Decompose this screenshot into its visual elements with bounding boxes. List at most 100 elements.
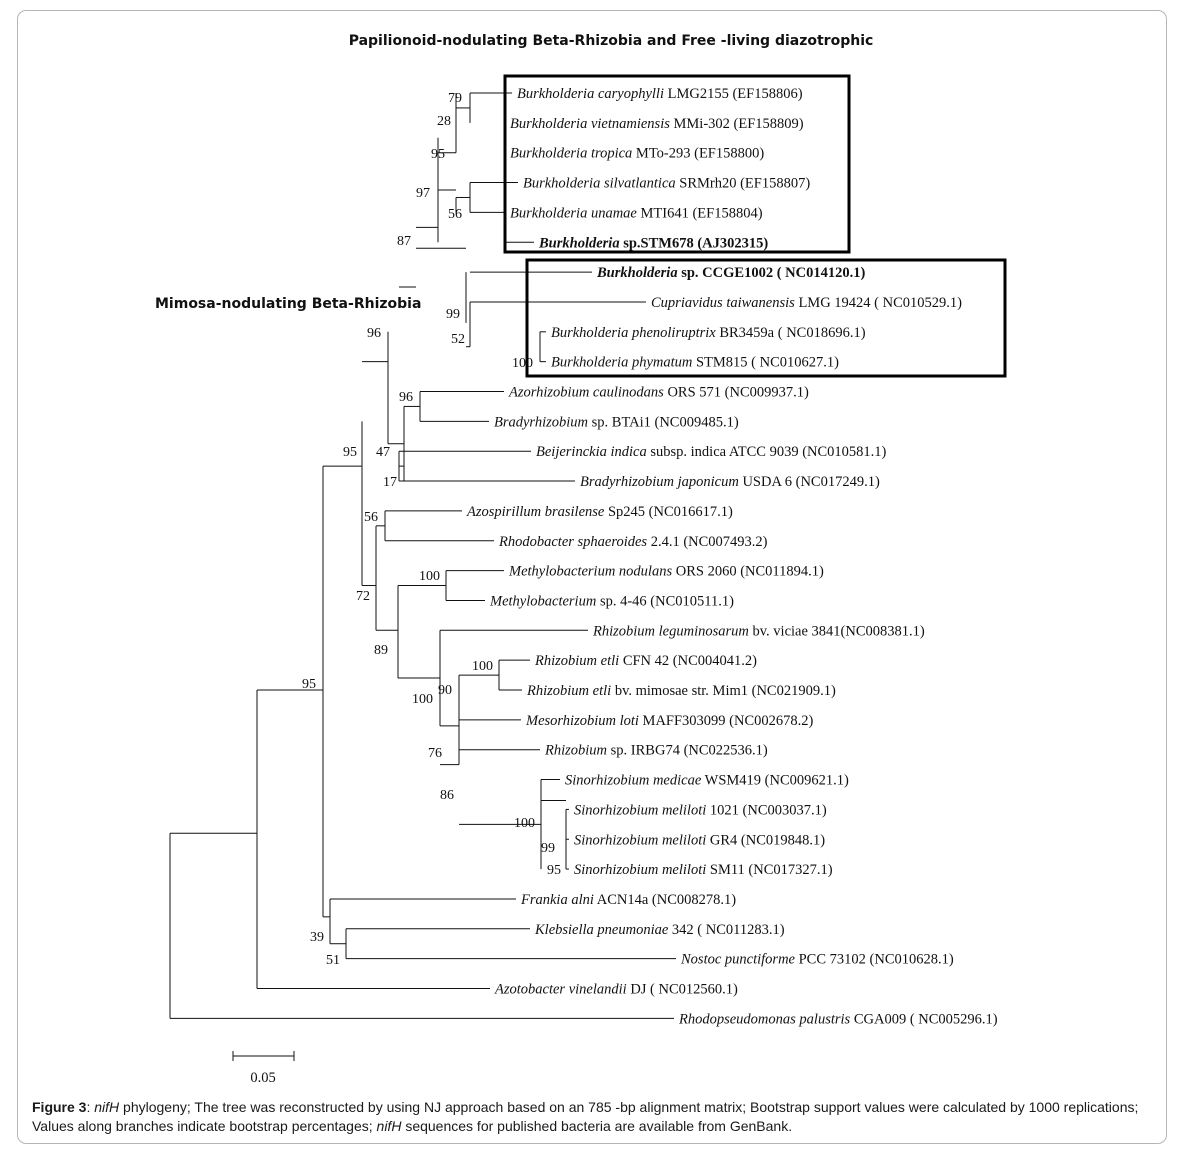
taxon-label: Nostoc punctiforme PCC 73102 (NC010628.1… (680, 952, 954, 968)
taxon-genus: Mesorhizobium loti (525, 713, 639, 729)
taxon-genus: Beijerinckia indica (536, 444, 647, 460)
taxon-label: Sinorhizobium meliloti GR4 (NC019848.1) (574, 832, 825, 848)
phylogenetic-tree: Papilionoid-nodulating Beta-Rhizobia and… (155, 33, 1007, 1086)
taxon-strain: 1021 (NC003037.1) (706, 802, 827, 818)
taxon-strain: MTo-293 (EF158800) (632, 146, 764, 162)
taxon-label: Rhizobium sp. IRBG74 (NC022536.1) (544, 743, 768, 759)
taxon-label: Methylobacterium nodulans ORS 2060 (NC01… (508, 564, 824, 580)
bootstrap-value: 99 (446, 307, 460, 322)
taxon-label: Burkholderia silvatlantica SRMrh20 (EF15… (523, 176, 810, 192)
taxon-strain: CFN 42 (NC004041.2) (619, 653, 757, 669)
bootstrap-value: 87 (397, 234, 411, 249)
taxon-genus: Rhizobium (544, 743, 607, 759)
taxon-genus: Nostoc punctiforme (680, 952, 796, 968)
bootstrap-value: 76 (428, 746, 442, 761)
taxon-genus: Cupriavidus taiwanensis (651, 295, 795, 311)
papilionoid-clade-box (503, 74, 851, 254)
bootstrap-values: 7928955697879952100969647179556721008910… (302, 91, 561, 968)
taxon-label: Burkholderia vietnamiensis MMi-302 (EF15… (510, 116, 804, 132)
bootstrap-value: 100 (412, 692, 433, 707)
bootstrap-value: 39 (310, 930, 324, 945)
taxon-label: Burkholderia unamae MTI641 (EF158804) (510, 205, 763, 221)
taxon-genus: Azospirillum brasilense (466, 504, 605, 520)
taxon-strain: 342 ( NC011283.1) (668, 922, 784, 938)
taxon-strain: Sp245 (NC016617.1) (604, 504, 733, 520)
bootstrap-value: 100 (514, 816, 535, 831)
bootstrap-value: 89 (374, 643, 388, 658)
taxon-genus: Rhizobium etli (526, 683, 611, 699)
taxon-strain: DJ ( NC012560.1) (627, 982, 738, 998)
taxon-label: Burkholderia phenoliruptrix BR3459a ( NC… (551, 325, 866, 341)
bootstrap-value: 100 (512, 356, 533, 371)
taxon-genus: Sinorhizobium meliloti (574, 832, 706, 848)
taxon-strain: 2.4.1 (NC007493.2) (647, 534, 768, 550)
taxon-strain: LMG2155 (EF158806) (664, 86, 803, 102)
taxon-label: Bradyrhizobium japonicum USDA 6 (NC01724… (580, 474, 880, 490)
taxon-label: Azorhizobium caulinodans ORS 571 (NC0099… (508, 385, 809, 401)
bootstrap-value: 95 (431, 147, 445, 162)
taxon-label: Cupriavidus taiwanensis LMG 19424 ( NC01… (651, 295, 962, 311)
bootstrap-value: 96 (399, 390, 413, 405)
taxon-label: Burkholderia tropica MTo-293 (EF158800) (510, 146, 764, 162)
taxon-strain: GR4 (NC019848.1) (706, 832, 825, 848)
taxon-strain: STM815 ( NC010627.1) (692, 355, 839, 371)
taxon-strain: bv. mimosae str. Mim1 (NC021909.1) (611, 683, 836, 699)
taxon-genus: Burkholderia caryophylli (517, 86, 664, 102)
taxon-genus: Sinorhizobium meliloti (574, 802, 706, 818)
taxon-strain: ACN14a (NC008278.1) (594, 892, 736, 908)
taxon-strain: sp. IRBG74 (NC022536.1) (607, 743, 768, 759)
taxon-genus: Azorhizobium caulinodans (508, 385, 664, 401)
taxon-genus: Rhodobacter sphaeroides (498, 534, 647, 550)
bootstrap-value: 51 (326, 953, 340, 968)
tree-branches (169, 92, 676, 1019)
taxon-genus: Methylobacterium (489, 593, 596, 609)
taxon-genus: Burkholderia vietnamiensis (510, 116, 670, 132)
bootstrap-value: 96 (367, 326, 381, 341)
taxon-genus: Burkholderia phenoliruptrix (551, 325, 716, 341)
taxon-genus: Azotobacter vinelandii (494, 982, 627, 998)
caption-gene: nifH (94, 1099, 120, 1115)
bootstrap-value: 52 (451, 332, 465, 347)
figure-caption: Figure 3: nifH phylogeny; The tree was r… (32, 1098, 1162, 1136)
taxon-strain: MMi-302 (EF158809) (670, 116, 804, 132)
taxon-strain: MAFF303099 (NC002678.2) (639, 713, 814, 729)
caption-text-2: sequences for published bacteria are ava… (401, 1118, 793, 1134)
taxon-genus: Burkholderia unamae (510, 205, 637, 221)
taxon-strain: WSM419 (NC009621.1) (701, 773, 849, 789)
taxon-strain: sp. 4-46 (NC010511.1) (596, 593, 734, 609)
taxon-strain: MTI641 (EF158804) (637, 205, 763, 221)
taxon-strain: SM11 (NC017327.1) (706, 862, 833, 878)
taxon-label: Burkholderia phymatum STM815 ( NC010627.… (551, 355, 839, 371)
taxon-genus: Burkholderia (596, 265, 678, 281)
bootstrap-value: 99 (541, 841, 555, 856)
taxon-label: Azotobacter vinelandii DJ ( NC012560.1) (494, 982, 738, 998)
taxon-strain: sp. BTAi1 (NC009485.1) (588, 414, 739, 430)
taxon-genus: Burkholderia phymatum (551, 355, 692, 371)
bootstrap-value: 95 (302, 677, 316, 692)
taxon-genus: Frankia alni (520, 892, 594, 908)
taxon-strain: ORS 571 (NC009937.1) (664, 385, 809, 401)
taxon-genus: Burkholderia (538, 235, 620, 251)
taxon-genus: Bradyrhizobium japonicum (580, 474, 739, 490)
bootstrap-value: 100 (419, 569, 440, 584)
bootstrap-value: 86 (440, 788, 454, 803)
taxon-label: Methylobacterium sp. 4-46 (NC010511.1) (489, 593, 734, 609)
taxon-label: Rhizobium etli bv. mimosae str. Mim1 (NC… (526, 683, 836, 699)
taxon-label: Mesorhizobium loti MAFF303099 (NC002678.… (525, 713, 814, 729)
bootstrap-value: 95 (343, 445, 357, 460)
taxon-strain: bv. viciae 3841(NC008381.1) (749, 623, 925, 639)
taxon-label: Burkholderia caryophylli LMG2155 (EF1588… (517, 86, 803, 102)
taxon-genus: Rhizobium leguminosarum (592, 623, 749, 639)
taxon-label: Bradyrhizobium sp. BTAi1 (NC009485.1) (494, 414, 739, 430)
caption-gene-2: nifH (376, 1118, 402, 1134)
taxon-strain: subsp. indica ATCC 9039 (NC010581.1) (647, 444, 887, 460)
taxon-label: Burkholderia sp. CCGE1002 ( NC014120.1) (596, 265, 865, 281)
bootstrap-value: 56 (364, 510, 378, 525)
taxon-strain: BR3459a ( NC018696.1) (716, 325, 866, 341)
bootstrap-value: 72 (356, 589, 370, 604)
taxon-genus: Burkholderia silvatlantica (523, 176, 676, 192)
taxon-genus: Klebsiella pneumoniae (534, 922, 669, 938)
taxon-label: Sinorhizobium medicae WSM419 (NC009621.1… (565, 773, 849, 789)
taxon-label: Rhodobacter sphaeroides 2.4.1 (NC007493.… (498, 534, 768, 550)
bootstrap-value: 100 (472, 659, 493, 674)
